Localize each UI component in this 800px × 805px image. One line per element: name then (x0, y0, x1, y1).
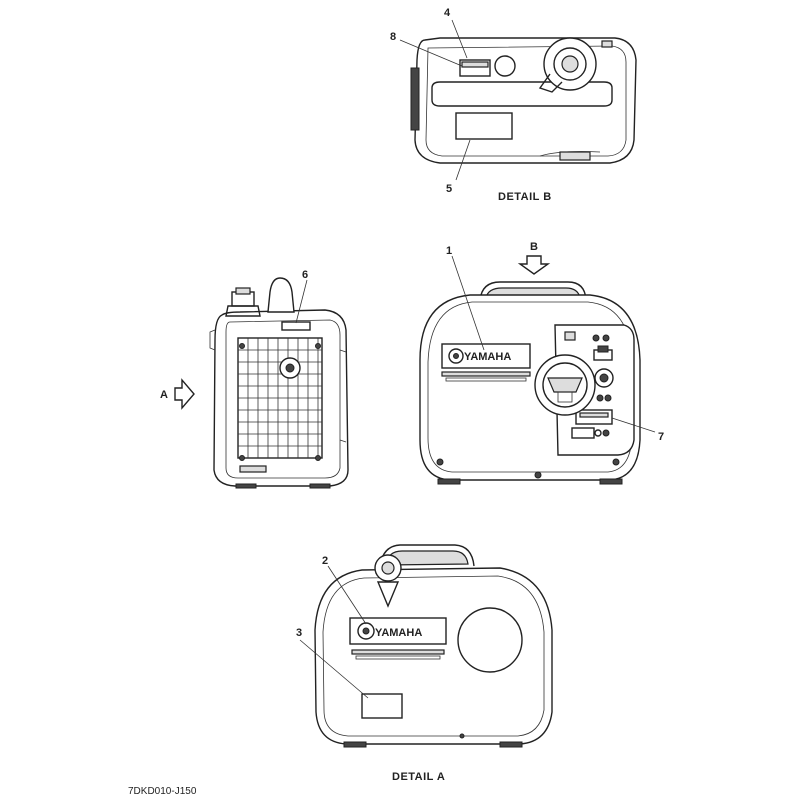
view-arrow-b-icon (517, 255, 551, 275)
callout-1: 1 (446, 245, 452, 257)
side-view: 6 A (160, 269, 349, 489)
detail-b-top-view: 4 8 5 DETAIL B (390, 7, 637, 203)
callout-2: 2 (322, 555, 328, 567)
callout-4: 4 (444, 7, 451, 19)
detail-b-caption: DETAIL B (498, 191, 552, 203)
callout-3: 3 (296, 627, 302, 639)
view-arrow-a-icon (174, 378, 195, 410)
detail-a-caption: DETAIL A (392, 771, 445, 783)
view-arrow-b-label: B (530, 241, 538, 253)
rear-logo-text: YAMAHA (375, 627, 422, 639)
drawing-code: 7DKD010-J150 (128, 786, 197, 797)
callout-6: 6 (302, 269, 308, 281)
callout-7: 7 (658, 431, 664, 443)
front-view: B YAMAHA (419, 241, 664, 485)
front-logo-text: YAMAHA (464, 351, 511, 363)
callout-5: 5 (446, 183, 452, 195)
detail-a-rear-view: YAMAHA 2 3 DETAIL A (296, 544, 553, 783)
callout-8: 8 (390, 31, 396, 43)
view-arrow-a-label: A (160, 389, 168, 401)
